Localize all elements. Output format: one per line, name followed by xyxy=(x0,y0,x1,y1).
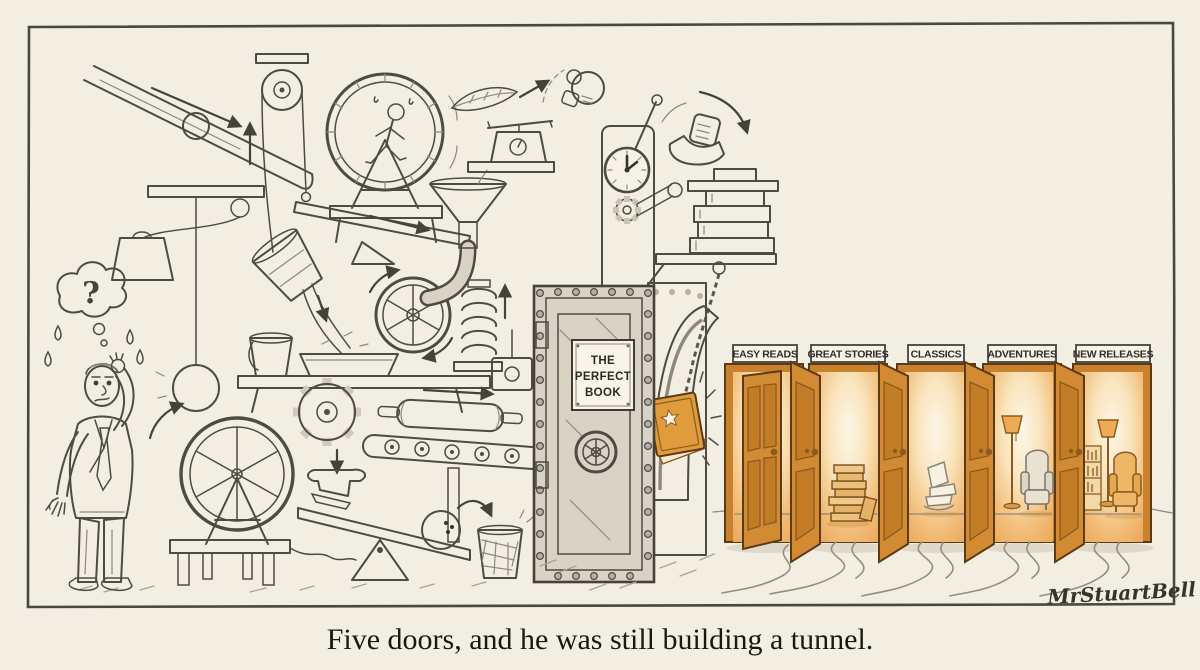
vault-wheel-handle xyxy=(574,430,618,474)
door-sign-label: GREAT STORIES xyxy=(808,349,889,361)
door-sign-label: EASY READS xyxy=(732,349,797,361)
door-sign-label: CLASSICS xyxy=(911,349,962,361)
ramp-with-ball xyxy=(83,65,314,190)
door-adventures: ADVENTURES xyxy=(949,344,1064,597)
floor-lamp xyxy=(1097,419,1119,508)
ceiling-pulley xyxy=(242,53,312,253)
rivets xyxy=(535,288,652,580)
wrecking-ball xyxy=(155,196,220,412)
vault-door: THE PERFECT BOOK xyxy=(532,284,656,584)
plaque-line-1: THE xyxy=(591,355,615,367)
book-stack-shelf xyxy=(637,168,779,399)
armchair xyxy=(1017,449,1057,517)
drive-gear xyxy=(293,378,361,475)
thinking-man: ? xyxy=(44,261,144,592)
motor-box xyxy=(491,329,533,391)
plaque-line-2: PERFECT xyxy=(575,371,631,383)
feather xyxy=(450,79,551,112)
man-leg xyxy=(103,517,125,583)
man-shoe xyxy=(101,577,133,592)
book-stack xyxy=(826,464,878,528)
door-sign xyxy=(907,344,965,363)
door-sign xyxy=(987,344,1057,363)
flying-boot xyxy=(661,90,751,166)
door-sign xyxy=(732,344,798,363)
winding-path xyxy=(861,541,934,597)
water-bucket-pour xyxy=(251,228,369,355)
door-knob xyxy=(1075,448,1083,456)
caption: Five doors, and he was still building a … xyxy=(327,623,874,656)
thought-bubble: ? xyxy=(56,261,128,347)
shelf-with-pan xyxy=(237,332,491,413)
door-knob xyxy=(899,448,907,456)
glowing-book xyxy=(646,391,706,465)
five-doors: EASY READS GREAT STORIES xyxy=(712,344,1173,597)
vault-hinge xyxy=(535,461,549,489)
winding-path xyxy=(949,541,1020,597)
door-classics: CLASSICS xyxy=(861,344,978,597)
question-mark: ? xyxy=(82,276,100,311)
man-hand xyxy=(110,358,126,374)
door-knob xyxy=(811,448,819,456)
sparkle-rays xyxy=(699,371,722,466)
door-new-releases: NEW RELEASES xyxy=(1039,344,1154,597)
man-head xyxy=(84,365,120,407)
rube-goldberg-machine: THE PERFECT BOOK ? xyxy=(44,53,779,593)
lounge-chair xyxy=(920,460,960,517)
floor-lamp xyxy=(1001,415,1023,510)
door-knob xyxy=(770,448,778,456)
hamster-wheel-runner xyxy=(325,72,458,243)
door-sign xyxy=(1075,344,1151,363)
hanging-chain xyxy=(682,261,726,399)
sweat-drops xyxy=(44,324,144,367)
door-knob xyxy=(985,448,993,456)
vault-plaque: THE PERFECT BOOK xyxy=(571,339,635,411)
postal-scale xyxy=(467,120,555,173)
hamster-wheel-empty xyxy=(148,401,357,586)
coil-spring xyxy=(453,279,513,372)
door-great-stories: GREAT STORIES xyxy=(769,344,890,595)
door-sign-label: ADVENTURES xyxy=(987,349,1057,361)
hand-drawn-frame xyxy=(26,21,1176,609)
weight-pulley xyxy=(111,185,265,281)
winding-path xyxy=(721,544,791,594)
rolling-pin xyxy=(377,398,523,433)
door-sign-label: NEW RELEASES xyxy=(1073,349,1154,361)
bookshelf xyxy=(1083,445,1102,511)
bowling-ball xyxy=(421,510,461,550)
man-leg xyxy=(77,517,100,583)
winding-path xyxy=(769,541,846,595)
winding-path xyxy=(1039,541,1110,597)
man-tie xyxy=(96,427,112,492)
boxing-glove xyxy=(542,69,605,108)
armchair xyxy=(1105,451,1145,519)
plaque-line-3: BOOK xyxy=(585,387,621,399)
waste-basket xyxy=(477,509,534,579)
door-sign xyxy=(810,344,886,363)
anvil xyxy=(307,468,367,510)
funnel-pipe xyxy=(419,169,507,307)
man-shoe xyxy=(68,577,99,592)
pan xyxy=(299,353,399,377)
anvil-seesaw xyxy=(297,468,534,581)
small-bucket xyxy=(248,332,293,377)
runner-figure xyxy=(365,96,414,164)
vault-hinge xyxy=(535,321,549,349)
